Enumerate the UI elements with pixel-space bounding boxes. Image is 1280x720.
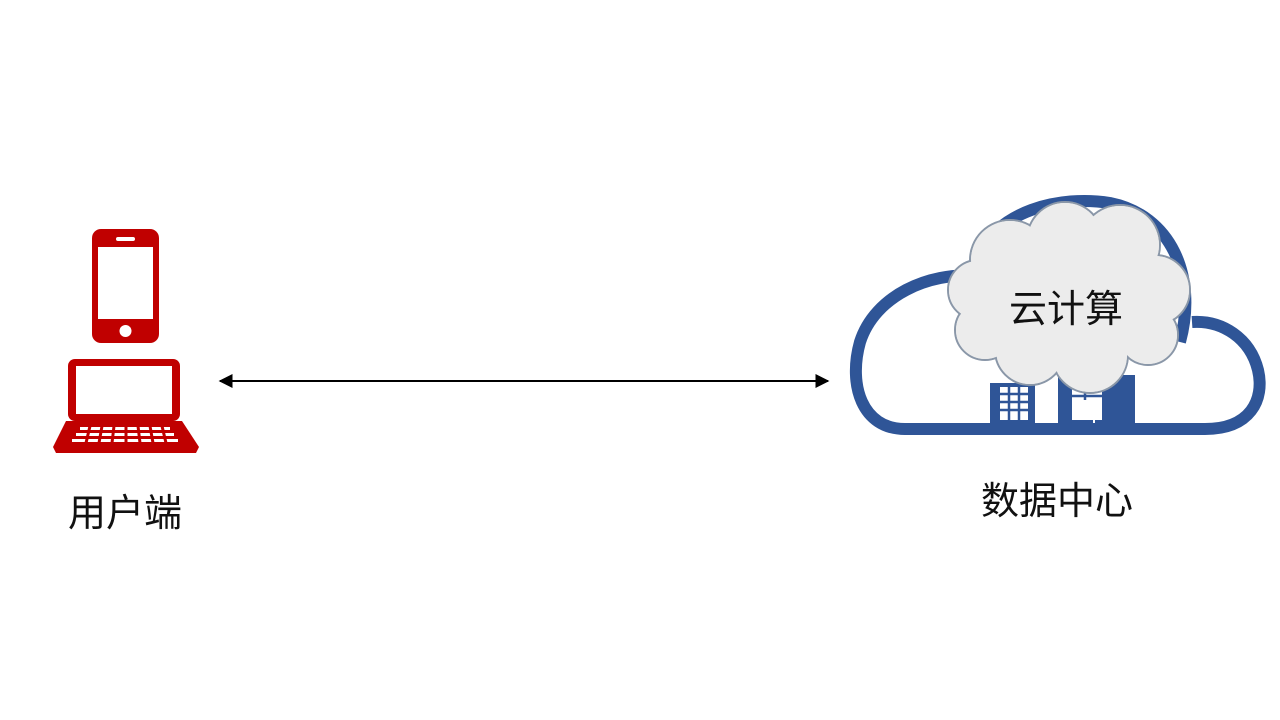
datacenter-label: 数据中心: [980, 479, 1134, 523]
client-label: 用户端: [67, 491, 183, 535]
cloud-computing-icon: [947, 201, 1191, 394]
laptop-icon: [53, 359, 199, 453]
cloud-computing-label: 云计算: [1008, 287, 1124, 331]
smartphone-icon: [92, 229, 159, 343]
